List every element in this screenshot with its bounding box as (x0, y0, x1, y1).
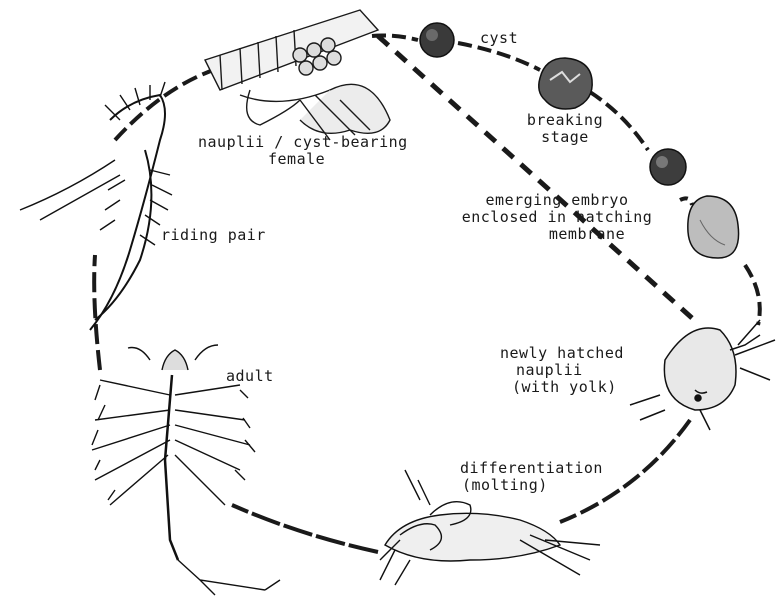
label-female-line2: female (198, 151, 408, 168)
label-breaking-stage: breaking stage (510, 112, 620, 146)
label-cyst: cyst (480, 30, 518, 47)
label-newly-line1: newly hatched (500, 345, 624, 362)
label-differentiation-line2: (molting) (460, 477, 603, 494)
arrow-hatching-to-membrane (680, 198, 692, 205)
label-nauplii-cyst-bearing-female: nauplii / cyst-bearing female (198, 134, 408, 168)
label-emerging-embryo: emerging embryo enclosed in hatching mem… (452, 192, 662, 243)
label-adult: adult (226, 368, 274, 385)
newly-hatched-nauplii-illustration (630, 320, 775, 430)
arrow-adult-to-riding (94, 255, 100, 370)
label-breaking-line1: breaking (510, 112, 620, 129)
cyst-illustration (420, 23, 454, 57)
label-newly-line2: nauplii (500, 362, 624, 379)
diagonal-dashed-path (378, 36, 692, 318)
emerging-embryo-illustration (650, 149, 686, 185)
arrow-molting-to-adult (232, 505, 378, 552)
hatching-membrane-illustration (688, 196, 739, 258)
label-differentiation-molting: differentiation (molting) (460, 460, 603, 494)
breaking-stage-illustration (539, 58, 592, 109)
arrow-membrane-to-nauplii (745, 265, 760, 325)
cyst-bearing-female-illustration (205, 10, 390, 140)
label-differentiation-line1: differentiation (460, 460, 603, 477)
arrow-cyst-to-breaking (458, 43, 540, 70)
label-emerging-line1: emerging embryo (452, 192, 662, 209)
label-riding-pair: riding pair (161, 227, 266, 244)
label-female-line1: nauplii / cyst-bearing (198, 134, 408, 151)
label-breaking-line2: stage (510, 129, 620, 146)
label-newly-line3: (with yolk) (500, 379, 624, 396)
label-newly-hatched-nauplii: newly hatched nauplii (with yolk) (500, 345, 624, 396)
riding-pair-illustration (20, 82, 172, 330)
label-emerging-line3: membrane (452, 226, 662, 243)
label-emerging-line2: enclosed in hatching (452, 209, 662, 226)
